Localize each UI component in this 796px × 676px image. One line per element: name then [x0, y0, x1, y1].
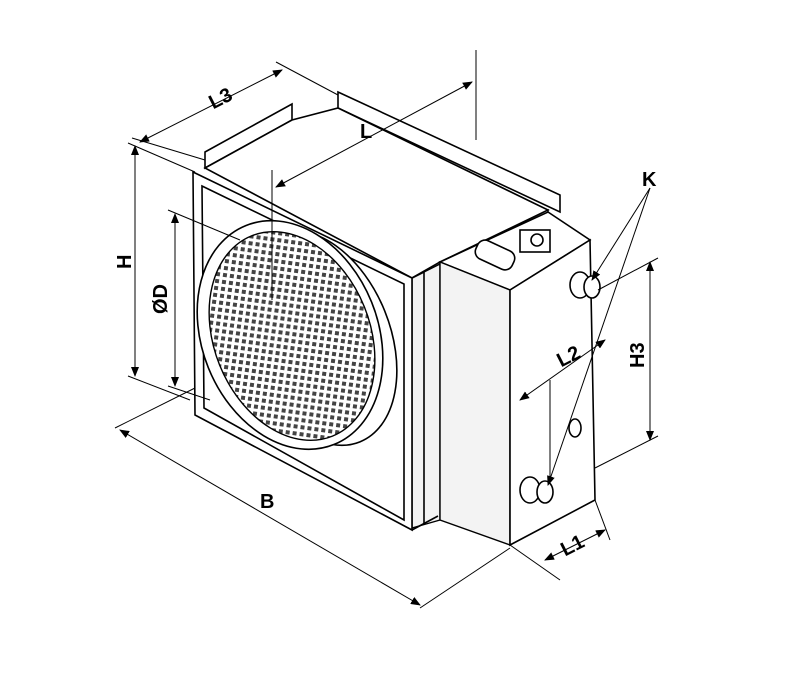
dimension-label-l: L [360, 121, 372, 143]
dimension-label-b: B [260, 491, 274, 513]
dimension-label-l3: L3 [205, 84, 236, 114]
round-duct-connection [196, 219, 398, 451]
dimension-label-k: K [642, 169, 657, 191]
dimension-label-diameter: ØD [150, 284, 172, 314]
pipe-connector-bottom [519, 476, 554, 504]
dimension-lines [114, 50, 659, 609]
dimension-label-h3: H3 [627, 342, 649, 368]
dimension-label-h: H [114, 255, 136, 269]
dimension-label-l1: L1 [557, 531, 588, 561]
connection-box [437, 211, 596, 547]
pipe-connector-top [569, 271, 601, 299]
